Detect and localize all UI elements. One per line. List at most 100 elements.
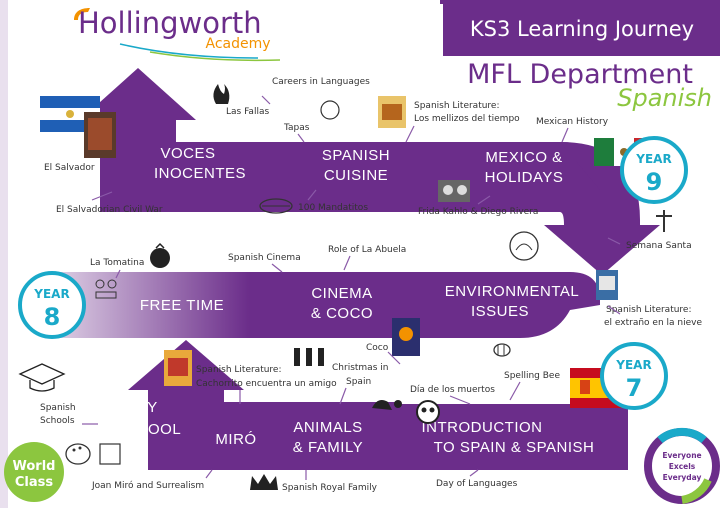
coco-poster-icon bbox=[392, 318, 420, 356]
note-dia-muertos: Día de los muertos bbox=[410, 385, 495, 395]
poster-voces-icon bbox=[84, 112, 116, 158]
note-spanish-schools-1: Spanish bbox=[40, 403, 76, 413]
note-lit-extrano-2: el extraño en la nieve bbox=[604, 318, 702, 328]
people-icon bbox=[95, 279, 117, 299]
note-el-salvador: El Salvador bbox=[44, 163, 95, 173]
year9-badge: YEAR 9 bbox=[620, 136, 688, 204]
note-christmas-1: Christmas in bbox=[332, 363, 388, 373]
note-lit-cachorrito-2: Cachorrito encuentra un amigo bbox=[196, 379, 337, 389]
note-semana-santa: Semana Santa bbox=[626, 241, 692, 251]
values-line1: Everyone bbox=[662, 451, 701, 460]
note-royal-family: Spanish Royal Family bbox=[282, 483, 378, 493]
note-lit-mellizos-1: Spanish Literature: bbox=[414, 101, 500, 111]
palette-icon bbox=[65, 443, 91, 465]
year8-number: 8 bbox=[44, 303, 61, 331]
eco-hands-icon bbox=[509, 231, 539, 261]
logo-swoosh-icon bbox=[74, 8, 90, 20]
topic-cuisine-line2: CUISINE bbox=[324, 167, 388, 184]
tomato-icon bbox=[150, 242, 170, 268]
connector-5 bbox=[91, 191, 113, 201]
connector-2 bbox=[297, 133, 305, 143]
year8-label: YEAR bbox=[33, 287, 69, 301]
kings-icon bbox=[294, 348, 324, 366]
crown-icon bbox=[250, 474, 278, 490]
note-fallas: Las Fallas bbox=[226, 107, 269, 117]
topic-school-line1: MY bbox=[134, 399, 158, 416]
skull-icon bbox=[416, 400, 440, 424]
note-christmas-2: Spain bbox=[346, 377, 371, 387]
connector-10 bbox=[271, 263, 283, 273]
topic-animals-line2: & FAMILY bbox=[293, 439, 363, 456]
topic-cinema-line1: CINEMA bbox=[311, 285, 372, 302]
topic-intro-line1: INTRODUCTION bbox=[422, 419, 543, 436]
note-lit-cachorrito-1: Spanish Literature: bbox=[196, 365, 282, 375]
topic-env-line1: ENVIRONMENTAL bbox=[445, 283, 580, 300]
topic-intro-line2: TO SPAIN & SPANISH bbox=[434, 439, 595, 456]
frida-photo-icon bbox=[438, 180, 470, 202]
journey-title: KS3 Learning Journey bbox=[470, 17, 694, 41]
logo-name: Hollingworth bbox=[78, 6, 262, 40]
book-cachorrito-icon bbox=[164, 350, 192, 386]
note-civil-war: El Salvadorian Civil War bbox=[56, 205, 163, 215]
note-spanish-cinema: Spanish Cinema bbox=[228, 253, 301, 263]
connector-21 bbox=[469, 469, 479, 477]
connector-15 bbox=[339, 387, 347, 405]
department-title: MFL Department bbox=[467, 59, 693, 90]
connector-12 bbox=[607, 305, 621, 315]
connector-8 bbox=[607, 237, 621, 245]
world-class-line2: Class bbox=[15, 475, 54, 490]
book-extrano-icon bbox=[596, 270, 618, 300]
topic-miro: MIRÓ bbox=[215, 431, 256, 448]
sandwich-icon bbox=[259, 198, 293, 214]
note-spanish-schools-2: Schools bbox=[40, 416, 75, 426]
topic-voces-line2: INOCENTES bbox=[154, 165, 246, 182]
topic-school-line2: SCHOOL bbox=[115, 421, 181, 438]
year7-label: YEAR bbox=[615, 358, 651, 372]
note-lit-extrano-1: Spanish Literature: bbox=[606, 305, 692, 315]
road-year9-fill bbox=[176, 150, 576, 212]
note-lit-mellizos-2: Los mellizos del tiempo bbox=[414, 114, 520, 124]
topic-mexico-line2: HOLIDAYS bbox=[485, 169, 564, 186]
pan-icon bbox=[320, 100, 340, 120]
road-year9-start bbox=[100, 150, 180, 212]
values-badge: Everyone Excels Everyday bbox=[644, 427, 720, 504]
connector-6 bbox=[307, 189, 317, 201]
note-abuela: Role of La Abuela bbox=[328, 245, 406, 255]
connector-16 bbox=[509, 381, 521, 401]
connector-3 bbox=[405, 125, 415, 143]
frame-left bbox=[0, 0, 8, 508]
year9-number: 9 bbox=[646, 168, 663, 196]
logo-sub: Academy bbox=[205, 36, 270, 52]
cross-icon bbox=[656, 210, 672, 232]
animals-icon bbox=[372, 400, 402, 410]
connector-11 bbox=[343, 255, 351, 271]
note-mexican-history: Mexican History bbox=[536, 117, 609, 127]
connector-13 bbox=[387, 351, 401, 365]
miro-art-icon bbox=[99, 443, 121, 465]
values-line2: Excels bbox=[669, 462, 696, 471]
logo-line-teal bbox=[119, 43, 259, 59]
road-year8-band bbox=[60, 272, 600, 338]
note-joan-miro: Joan Miró and Surrealism bbox=[91, 480, 204, 491]
year7-number: 7 bbox=[626, 374, 643, 402]
graduation-cap-icon bbox=[18, 363, 66, 392]
topic-voces-line1: VOCES bbox=[160, 145, 215, 162]
topic-cinema-line2: & COCO bbox=[311, 305, 373, 322]
fire-icon bbox=[213, 84, 230, 104]
connector-17 bbox=[449, 395, 471, 405]
world-class-badge: World Class bbox=[4, 442, 64, 502]
title-block bbox=[443, 0, 720, 56]
note-day-languages: Day of Languages bbox=[436, 479, 518, 489]
connector-1 bbox=[261, 95, 271, 105]
note-frida: Frida Kahlo & Diego Rivera bbox=[418, 207, 538, 217]
year8-badge: YEAR 8 bbox=[18, 271, 86, 339]
topic-free-time: FREE TIME bbox=[140, 297, 224, 314]
connector-9 bbox=[115, 269, 121, 279]
journey-road bbox=[60, 68, 660, 470]
book-mellizos-icon bbox=[378, 96, 406, 128]
note-tomatina: La Tomatina bbox=[90, 258, 144, 268]
world-class-line1: World bbox=[13, 459, 56, 474]
note-coco: Coco bbox=[366, 343, 389, 353]
